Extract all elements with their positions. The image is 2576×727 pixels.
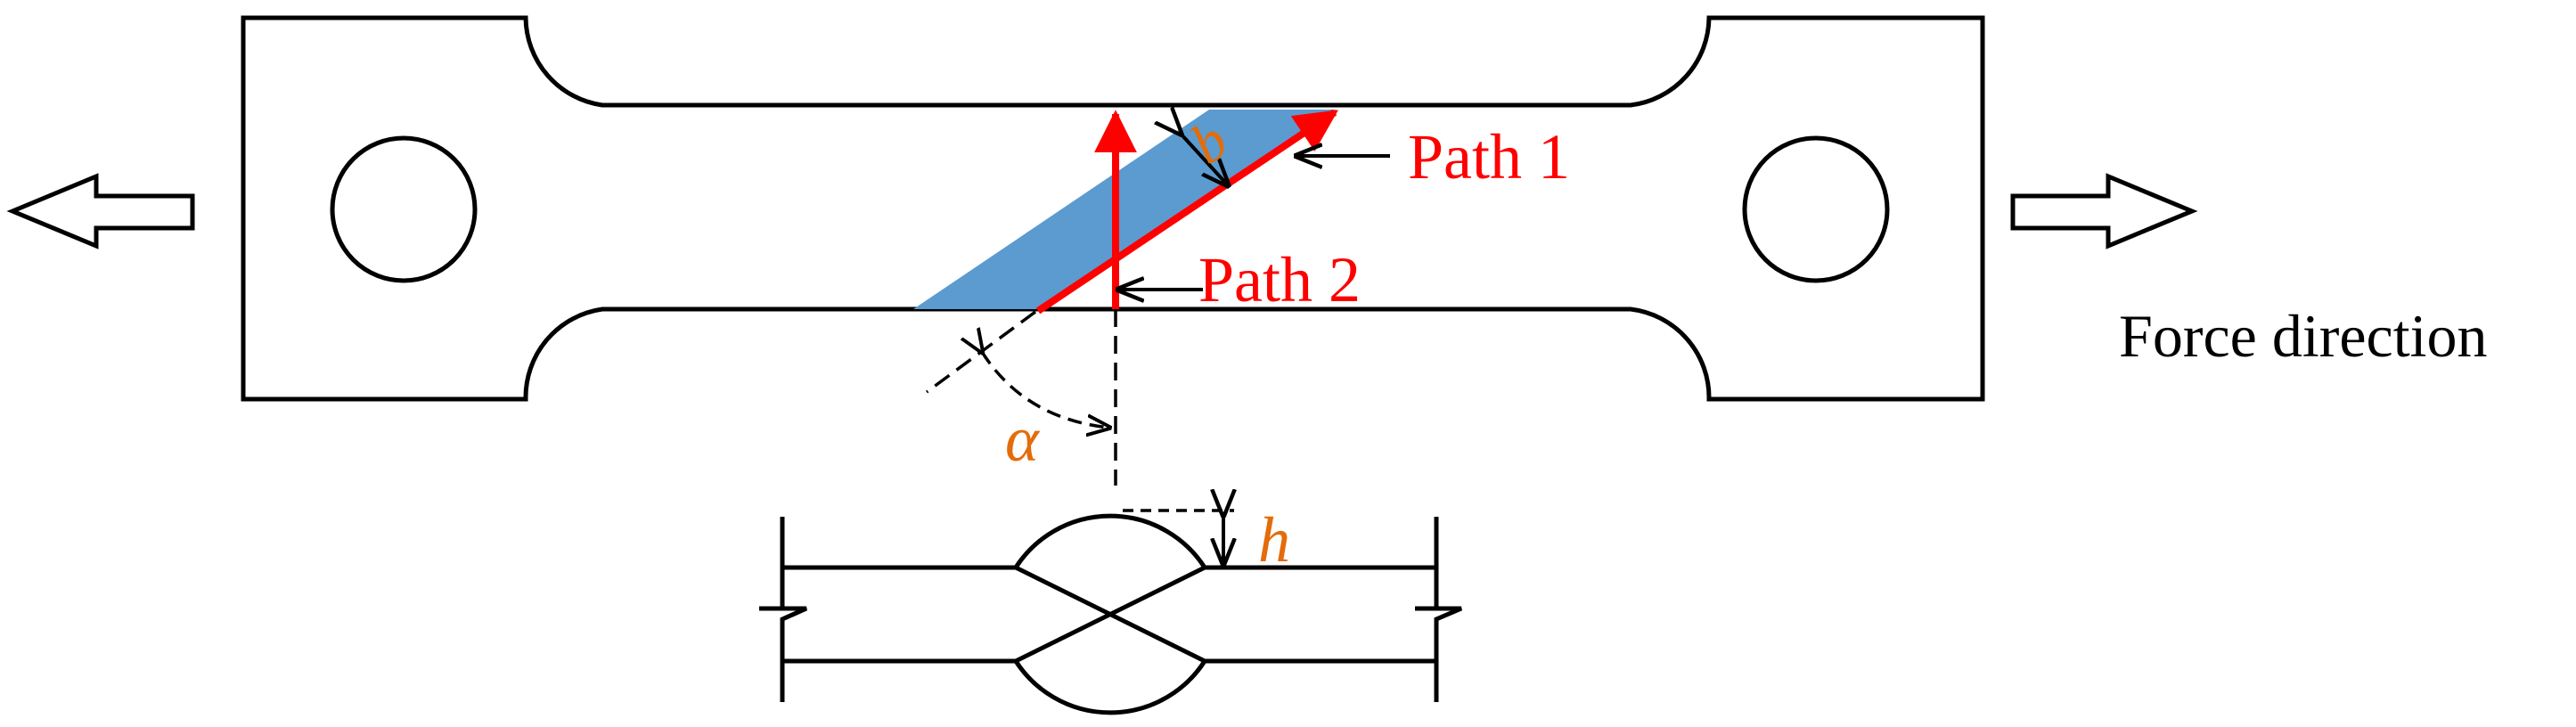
inclined-dashed-line bbox=[925, 310, 1037, 394]
left-pin-hole bbox=[330, 135, 478, 283]
h-label: h bbox=[1258, 504, 1290, 576]
path2-label: Path 2 bbox=[1198, 244, 1361, 315]
right-force-arrow bbox=[2010, 173, 2198, 249]
specimen-outline bbox=[241, 15, 1985, 402]
path1-arrow bbox=[1035, 109, 1338, 314]
alpha-angle-arc bbox=[982, 352, 1109, 428]
weld-cross-section bbox=[759, 513, 1462, 715]
right-pin-hole bbox=[1742, 135, 1890, 283]
alpha-label: α bbox=[1005, 404, 1040, 475]
b-dimension-arrow bbox=[1181, 134, 1228, 185]
path1-label: Path 1 bbox=[1408, 121, 1570, 192]
force-direction-label: Force direction bbox=[2119, 302, 2488, 370]
left-force-arrow bbox=[6, 173, 195, 249]
